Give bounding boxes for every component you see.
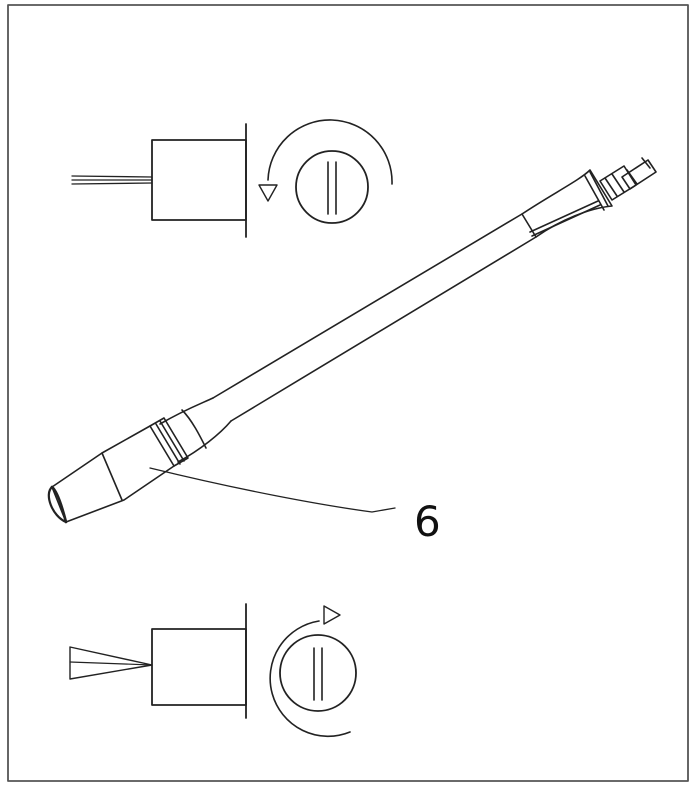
rotate-counterclockwise-arrow-icon: [267, 119, 393, 185]
callout-leader-line: [149, 467, 396, 513]
narrow-jet-setting: [71, 119, 393, 238]
arrow-head-down-icon: [258, 184, 278, 202]
fan-spray-icon: [69, 646, 153, 680]
lance-tube: [212, 213, 537, 422]
figure-frame: [7, 4, 689, 782]
nozzle-front-view-vertical-slot: [295, 150, 369, 224]
nozzle-body-side-view-bottom: [151, 628, 247, 706]
rotate-clockwise-arrow-icon: [269, 620, 351, 738]
lance-collar: [521, 169, 613, 238]
nozzle-front-view-vertical-slot-bottom: [279, 634, 357, 712]
wide-fan-setting: [69, 603, 357, 738]
narrow-jet-spray-icon: [71, 175, 153, 185]
nozzle-ring: [149, 417, 189, 467]
nozzle-body-side-view: [151, 139, 247, 221]
callout-label: 6: [414, 497, 441, 546]
arrow-head-right-icon: [323, 605, 341, 625]
spray-lance: [47, 157, 657, 524]
nozzle: [47, 425, 175, 524]
lance-connector: [599, 157, 657, 201]
